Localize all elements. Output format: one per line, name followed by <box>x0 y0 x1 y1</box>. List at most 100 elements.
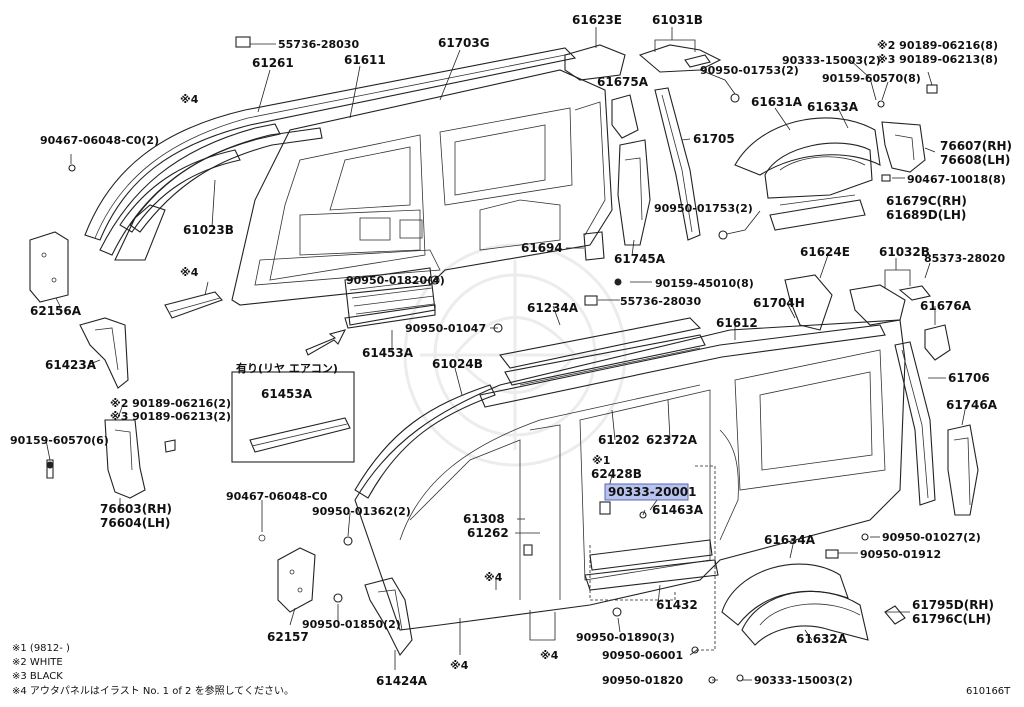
label-62157[interactable]: 62157 <box>267 630 309 644</box>
label-90333-15003-b[interactable]: 90333-15003(2) <box>754 674 853 687</box>
footnotes: ※1 (9812- ) ※2 WHITE ※3 BLACK ※4 アウタパネルは… <box>12 643 1011 697</box>
label-61703g[interactable]: 61703G <box>438 36 490 50</box>
pillar-61706-drawing <box>894 341 936 506</box>
label-star4-mid: ※4 <box>484 571 503 584</box>
bracket-62157-drawing <box>258 534 316 613</box>
label-61704h[interactable]: 61704H <box>753 296 805 310</box>
label-61689d[interactable]: 61689D(LH) <box>886 208 966 222</box>
label-90467-10018[interactable]: 90467-10018(8) <box>907 173 1006 186</box>
label-90950-01820-b[interactable]: 90950-01820 <box>602 674 683 687</box>
footnote-2: ※2 WHITE <box>12 657 63 668</box>
label-90189-06216-a[interactable]: ※2 90189-06216(8) <box>877 39 998 52</box>
label-90950-01753-b[interactable]: 90950-01753(2) <box>654 202 753 215</box>
label-61624e[interactable]: 61624E <box>800 245 850 259</box>
label-61308[interactable]: 61308 <box>463 512 505 526</box>
label-90159-60570-a[interactable]: 90159-60570(8) <box>822 72 921 85</box>
label-90189-06216-b[interactable]: ※2 90189-06216(2) <box>110 397 231 410</box>
label-90950-01820[interactable]: 90950-01820(4) <box>346 274 445 287</box>
label-61745a[interactable]: 61745A <box>614 252 666 266</box>
label-90467-06048-b[interactable]: 90467-06048-C0 <box>226 490 328 503</box>
label-61424a[interactable]: 61424A <box>376 674 428 688</box>
watermark <box>403 243 627 467</box>
label-61694[interactable]: 61694 <box>521 241 563 255</box>
label-61706[interactable]: 61706 <box>948 371 990 385</box>
label-61623e[interactable]: 61623E <box>572 13 622 27</box>
label-61611[interactable]: 61611 <box>344 53 386 67</box>
label-61631a[interactable]: 61631A <box>751 95 803 109</box>
plate-61694-drawing <box>583 231 622 286</box>
label-62428b[interactable]: 62428B <box>591 467 642 481</box>
label-61634a[interactable]: 61634A <box>764 533 816 547</box>
label-90950-01850[interactable]: 90950-01850(2) <box>302 618 401 631</box>
label-90950-01890[interactable]: 90950-01890(3) <box>576 631 675 644</box>
label-90333-20001[interactable]: 90333-20001 <box>608 485 696 499</box>
selected-part-highlight <box>604 483 689 501</box>
panel-61745a-drawing <box>617 139 651 246</box>
label-55736-mid[interactable]: 55736-28030 <box>620 295 701 308</box>
part-labels: 55736-28030 61261 61611 61703G 61623E 61… <box>10 13 1012 688</box>
label-76604[interactable]: 76604(LH) <box>100 516 170 530</box>
label-61705[interactable]: 61705 <box>693 132 735 146</box>
label-90950-01362[interactable]: 90950-01362(2) <box>312 505 411 518</box>
outer-body-side-drawing <box>354 319 906 631</box>
front-rail-61024b-drawing <box>354 384 496 499</box>
label-61031b[interactable]: 61031B <box>652 13 703 27</box>
label-76607[interactable]: 76607(RH) <box>940 139 1012 153</box>
label-76603[interactable]: 76603(RH) <box>100 502 172 516</box>
pillar-61705-drawing <box>654 87 701 241</box>
label-61261[interactable]: 61261 <box>252 56 294 70</box>
label-90159-60570-b[interactable]: 90159-60570(6) <box>10 434 109 447</box>
label-90950-01753-a[interactable]: 90950-01753(2) <box>700 64 799 77</box>
label-61423a[interactable]: 61423A <box>45 358 97 372</box>
roof-side-rail-drawing <box>129 127 323 233</box>
label-55736-top[interactable]: 55736-28030 <box>278 38 359 51</box>
label-61024b[interactable]: 61024B <box>432 357 483 371</box>
label-61432[interactable]: 61432 <box>656 598 698 612</box>
label-rear-ac: 有り(リヤ エアコン) <box>236 361 338 375</box>
footnote-1: ※1 (9812- ) <box>12 643 70 654</box>
label-61676a[interactable]: 61676A <box>920 299 972 313</box>
panel-61746a-drawing <box>947 424 979 516</box>
wheel-arch-bottom-drawing <box>721 563 906 646</box>
fasteners <box>68 36 938 684</box>
wheel-house-top-drawing <box>734 117 881 231</box>
mud-flap-76607-drawing <box>881 121 926 173</box>
label-61632a[interactable]: 61632A <box>796 632 848 646</box>
bracket-61675a-drawing <box>611 94 639 139</box>
plate-62156a-drawing <box>29 231 69 303</box>
label-90159-45010[interactable]: 90159-45010(8) <box>655 277 754 290</box>
label-90950-01047[interactable]: 90950-01047 <box>405 322 486 335</box>
label-61202[interactable]: 61202 <box>598 433 640 447</box>
label-61612[interactable]: 61612 <box>716 316 758 330</box>
label-90189-06213-a[interactable]: ※3 90189-06213(8) <box>877 53 998 66</box>
label-90950-06001[interactable]: 90950-06001 <box>602 649 683 662</box>
step-trim-61453a-drawing <box>344 267 436 329</box>
label-61262[interactable]: 61262 <box>467 526 509 540</box>
label-61796c[interactable]: 61796C(LH) <box>912 612 991 626</box>
label-star1: ※1 <box>592 454 610 467</box>
label-61746a[interactable]: 61746A <box>946 398 998 412</box>
label-61679c[interactable]: 61679C(RH) <box>886 194 967 208</box>
label-62156a[interactable]: 62156A <box>30 304 82 318</box>
label-90333-15003-a[interactable]: 90333-15003(2) <box>782 54 881 67</box>
label-85373-28020[interactable]: 85373-28020 <box>924 252 1005 265</box>
label-90189-06213-b[interactable]: ※3 90189-06213(2) <box>110 410 231 423</box>
label-star4-top: ※4 <box>180 93 199 106</box>
label-90950-01912[interactable]: 90950-01912 <box>860 548 941 561</box>
figure-id: 610166T <box>966 686 1011 697</box>
label-61453a-top[interactable]: 61453A <box>362 346 414 360</box>
label-61234a[interactable]: 61234A <box>527 301 579 315</box>
label-61463a[interactable]: 61463A <box>652 503 704 517</box>
label-90950-01027[interactable]: 90950-01027(2) <box>882 531 981 544</box>
label-61795d[interactable]: 61795D(RH) <box>912 598 994 612</box>
label-61453a-box[interactable]: 61453A <box>261 387 313 401</box>
label-62372a[interactable]: 62372A <box>646 433 698 447</box>
label-61633a[interactable]: 61633A <box>807 100 859 114</box>
label-61032b[interactable]: 61032B <box>879 245 930 259</box>
label-61023b[interactable]: 61023B <box>183 223 234 237</box>
label-90467-06048-a[interactable]: 90467-06048-C0(2) <box>40 134 159 147</box>
label-76608[interactable]: 76608(LH) <box>940 153 1010 167</box>
label-61675a[interactable]: 61675A <box>597 75 649 89</box>
leader-lines <box>45 27 967 681</box>
